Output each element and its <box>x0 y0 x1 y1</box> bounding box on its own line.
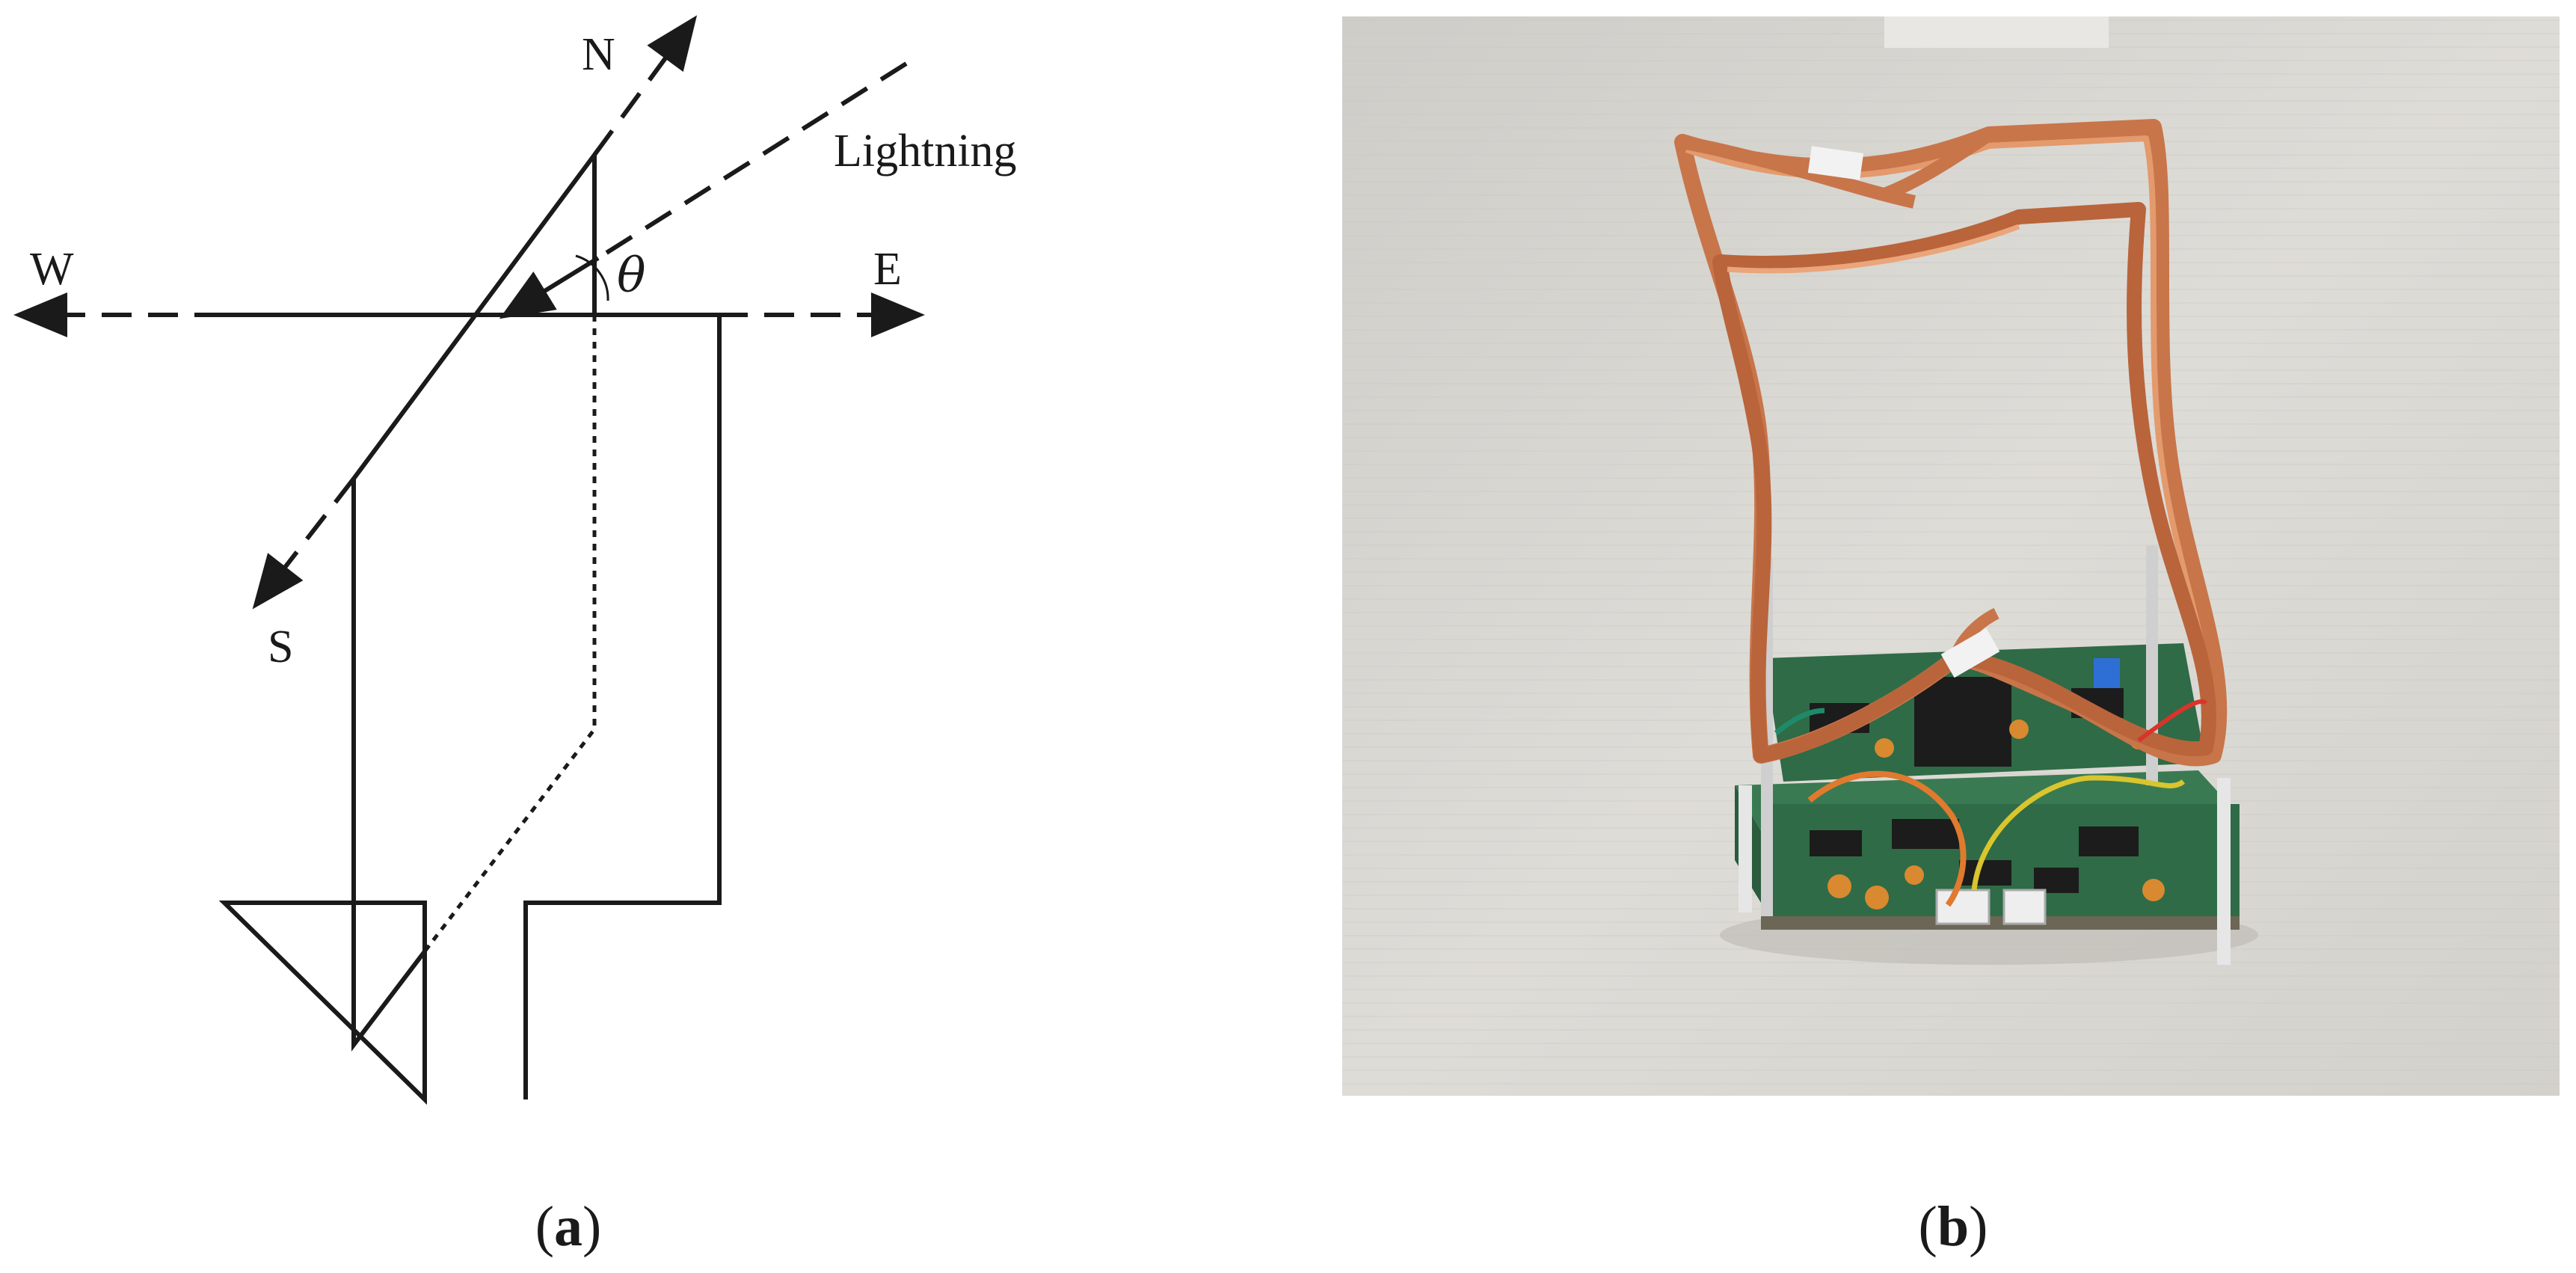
lightning-direction <box>499 61 908 319</box>
east-label: E <box>873 244 902 295</box>
loop-coil-solid <box>351 147 597 1052</box>
copper-loop-antenna <box>1674 119 2228 767</box>
panel-b-photo: (b) <box>1342 16 2560 1258</box>
caption-b: (b) <box>1919 1195 1988 1258</box>
theta-label: θ <box>617 248 646 304</box>
frame-outline <box>218 313 722 1105</box>
lightning-label: Lightning <box>834 126 1017 177</box>
south-label: S <box>268 622 293 672</box>
panel-a-diagram: N S W E Lightning θ (a) <box>13 15 1017 1258</box>
loop-coil-hidden <box>423 315 597 953</box>
north-label: N <box>582 29 615 80</box>
west-label: W <box>30 244 74 295</box>
theta-arc <box>575 254 609 301</box>
north-south-axis <box>252 15 698 610</box>
caption-a: (a) <box>535 1195 602 1258</box>
upper-board <box>1765 643 2206 782</box>
